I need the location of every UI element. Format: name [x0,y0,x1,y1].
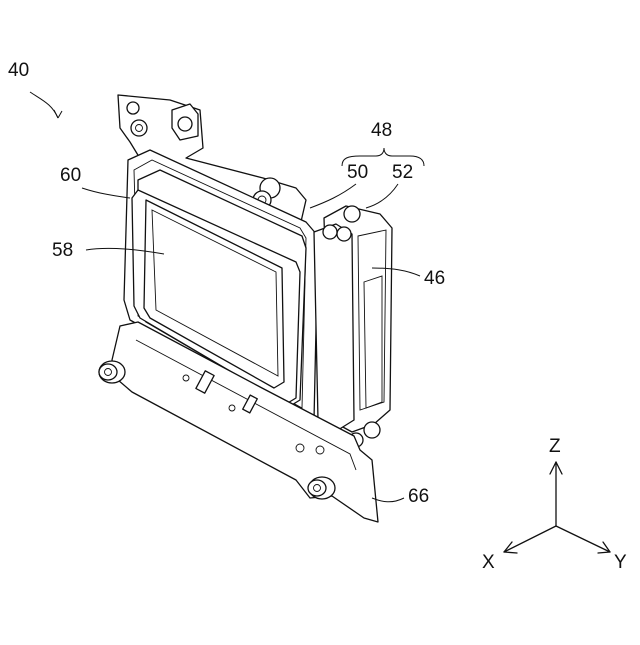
leader-52 [366,184,398,208]
stage-upper-pin [337,227,351,241]
axis-label-y: Y [614,552,627,573]
axis-label-z: Z [549,436,561,457]
leader-66 [372,498,404,502]
axis-label-x: X [482,552,495,573]
label-50: 50 [347,162,368,183]
stage-bottom-screw [364,422,380,438]
leader-60 [82,188,130,198]
leader-40 [30,92,58,118]
top-left-hole [127,102,139,114]
label-58: 58 [52,240,73,261]
y-axis-line [556,526,610,552]
label-40: 40 [8,60,29,81]
stage-left-pin [323,225,337,239]
sensor-shift-assembly [99,95,392,522]
stage-top-screw [344,206,360,222]
leader-50 [310,184,356,208]
label-52: 52 [392,162,413,183]
top-pivot-screw [178,117,192,131]
base-screw-left [99,361,125,383]
label-66: 66 [408,486,429,507]
coordinate-axes: Z X Y [482,436,627,573]
label-48: 48 [371,120,392,141]
base-screw-bottom [308,477,335,499]
right-stage-50 [314,224,354,430]
label-46: 46 [424,268,445,289]
x-axis-line [504,526,556,552]
label-60: 60 [60,165,81,186]
top-screw [131,120,147,136]
